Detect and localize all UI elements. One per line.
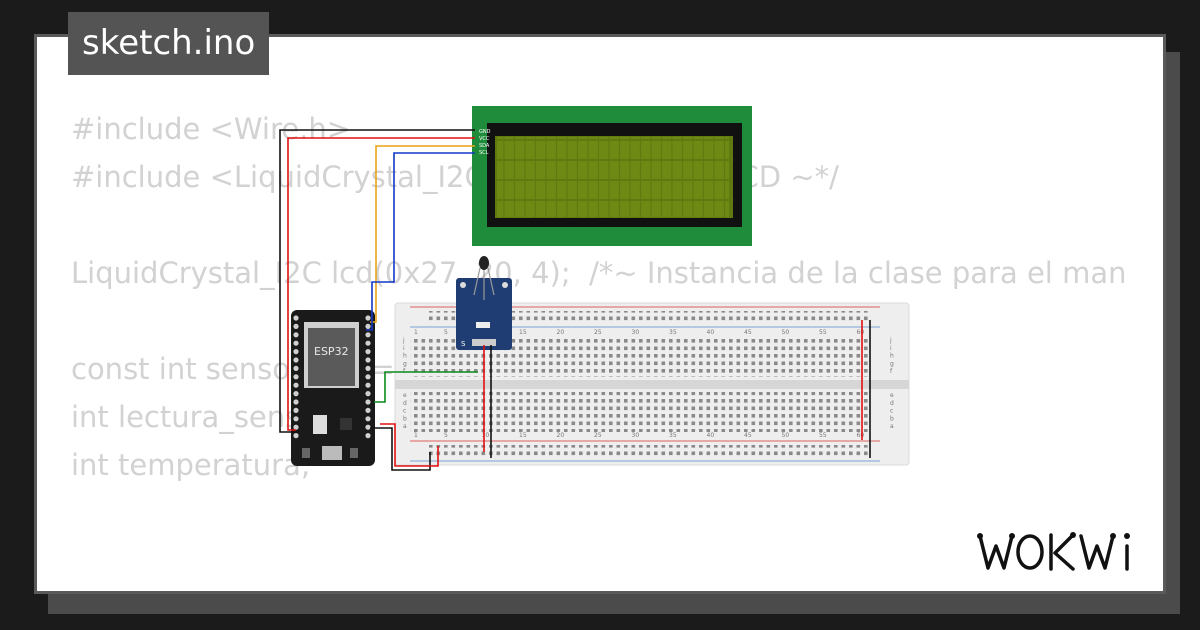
header-pin	[365, 315, 371, 321]
header-pin	[293, 332, 299, 338]
header-pin	[365, 424, 371, 430]
row-letter-label: h	[890, 353, 894, 360]
row-letter-label: f	[890, 368, 893, 375]
header-pin	[293, 323, 299, 329]
sensor-pin-label: S	[461, 340, 466, 348]
row-letter-label: b	[890, 415, 894, 422]
column-number-label: 1	[414, 329, 418, 336]
lcd-pin-label: VCC	[479, 136, 490, 142]
column-number-label: 55	[819, 432, 827, 439]
column-number-label: 20	[557, 329, 565, 336]
row-letter-label: c	[403, 408, 406, 415]
file-tab[interactable]: sketch.ino	[68, 12, 270, 75]
lcd-display[interactable]: GND VCC SDA SCL	[472, 106, 752, 246]
header-pin	[293, 357, 299, 363]
code-line: int temperatura;	[71, 448, 311, 482]
rail-holes	[428, 311, 868, 324]
wires	[279, 129, 871, 471]
column-number-label: 45	[744, 432, 752, 439]
rail-holes	[428, 445, 868, 458]
wokwi-logo	[977, 532, 1130, 571]
row-letter-label: i	[403, 345, 405, 352]
header-pin	[365, 365, 371, 371]
row-letter-label: b	[403, 415, 407, 422]
header-pin	[293, 365, 299, 371]
row-letter-label: h	[403, 353, 407, 360]
column-number-label: 30	[632, 432, 640, 439]
column-number-label: 45	[744, 329, 752, 336]
column-number-label: 55	[819, 329, 827, 336]
header-pin	[365, 323, 371, 329]
row-letter-label: i	[890, 345, 892, 352]
header-pin	[293, 407, 299, 413]
row-letter-label: j	[889, 337, 892, 344]
column-number-label: 50	[782, 432, 790, 439]
column-number-label: 20	[557, 432, 565, 439]
lcd-pin-label: GND	[479, 129, 491, 135]
row-letter-label: d	[890, 400, 894, 407]
row-letter-label: e	[890, 392, 894, 399]
header-pin	[365, 340, 371, 346]
column-number-label: 25	[594, 329, 602, 336]
column-number-label: 60	[857, 432, 865, 439]
header-pin	[365, 391, 371, 397]
header-pin	[293, 424, 299, 430]
column-number-label: 15	[519, 432, 527, 439]
row-letter-label: c	[890, 408, 893, 415]
column-number-label: 60	[857, 329, 865, 336]
header-pin	[365, 407, 371, 413]
header-pin	[365, 416, 371, 422]
column-number-label: 5	[444, 432, 448, 439]
column-number-label: 35	[669, 329, 677, 336]
header-pin	[293, 399, 299, 405]
lcd-pin-label: SCL	[479, 150, 489, 156]
row-letter-label: d	[403, 400, 407, 407]
esp32-board[interactable]: ESP32	[291, 310, 375, 466]
column-number-label: 15	[519, 329, 527, 336]
header-pin	[365, 433, 371, 439]
header-pin	[365, 357, 371, 363]
temperature-sensor-module[interactable]: S	[456, 256, 512, 350]
column-number-label: 30	[632, 329, 640, 336]
header-pin	[293, 382, 299, 388]
row-letter-label: g	[403, 360, 407, 367]
header-pin	[293, 349, 299, 355]
header-pin	[365, 382, 371, 388]
header-pin	[293, 374, 299, 380]
lcd-pin-label: SDA	[479, 143, 490, 149]
mcu-label: ESP32	[314, 345, 349, 358]
column-number-label: 5	[444, 329, 448, 336]
row-letter-label: a	[403, 423, 407, 430]
header-pin	[365, 374, 371, 380]
column-number-label: 35	[669, 432, 677, 439]
row-letter-label: j	[402, 337, 405, 344]
header-pin	[365, 332, 371, 338]
column-number-label: 1	[414, 432, 418, 439]
column-number-label: 40	[707, 329, 715, 336]
header-pin	[293, 416, 299, 422]
header-pin	[293, 433, 299, 439]
terminal-strip-bottom	[410, 392, 868, 432]
header-pin	[293, 391, 299, 397]
column-number-label: 10	[482, 432, 490, 439]
header-pin	[365, 349, 371, 355]
row-letter-label: g	[890, 360, 894, 367]
column-number-label: 40	[707, 432, 715, 439]
header-pin	[293, 340, 299, 346]
breadboard[interactable]: 1155101015152020252530303535404045455050…	[394, 302, 910, 466]
row-letter-label: a	[890, 423, 894, 430]
code-line: #include <Wire.h>	[71, 112, 352, 146]
column-number-label: 25	[594, 432, 602, 439]
header-pin	[365, 399, 371, 405]
row-letter-label: e	[403, 392, 407, 399]
column-number-label: 50	[782, 329, 790, 336]
header-pin	[293, 315, 299, 321]
